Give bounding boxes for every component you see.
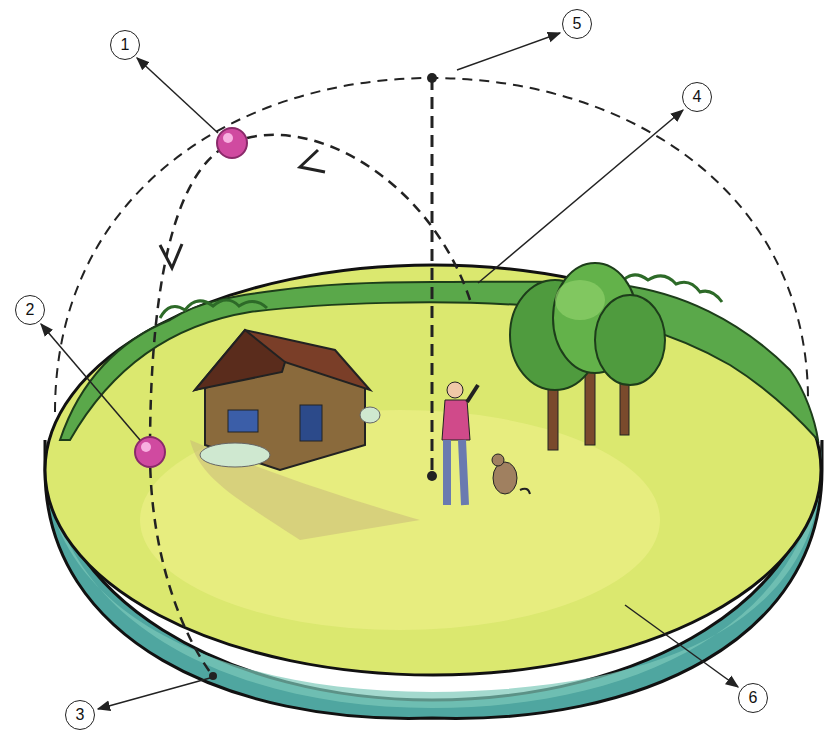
sun <box>217 128 247 158</box>
callout-circle: 2 <box>15 295 45 325</box>
trees <box>510 263 665 450</box>
callout-number: 2 <box>26 302 35 318</box>
callout-circle: 1 <box>110 30 140 60</box>
callout-circle: 3 <box>65 700 95 730</box>
path-arrow <box>300 150 325 172</box>
sun-path <box>150 135 470 676</box>
sun-glint <box>223 133 233 143</box>
zenith-point <box>427 73 437 83</box>
sun <box>135 437 165 467</box>
sun-glint <box>141 442 151 452</box>
nadir-point <box>209 672 217 680</box>
callout-circle: 5 <box>562 9 592 39</box>
observer-point <box>427 471 437 481</box>
leader-lines <box>41 33 738 709</box>
path-arrow <box>160 244 182 268</box>
callout-number: 1 <box>121 37 130 53</box>
callout-circle: 4 <box>682 82 712 112</box>
callout-number: 6 <box>749 690 758 706</box>
sky-dome <box>55 78 808 412</box>
callout-number: 4 <box>693 89 702 105</box>
callout-number: 3 <box>76 707 85 723</box>
callout-number: 5 <box>573 16 582 32</box>
callout-circle: 6 <box>738 683 768 713</box>
house <box>195 330 380 470</box>
vertical-line <box>431 78 434 476</box>
dog <box>492 454 530 494</box>
observer <box>442 382 478 505</box>
